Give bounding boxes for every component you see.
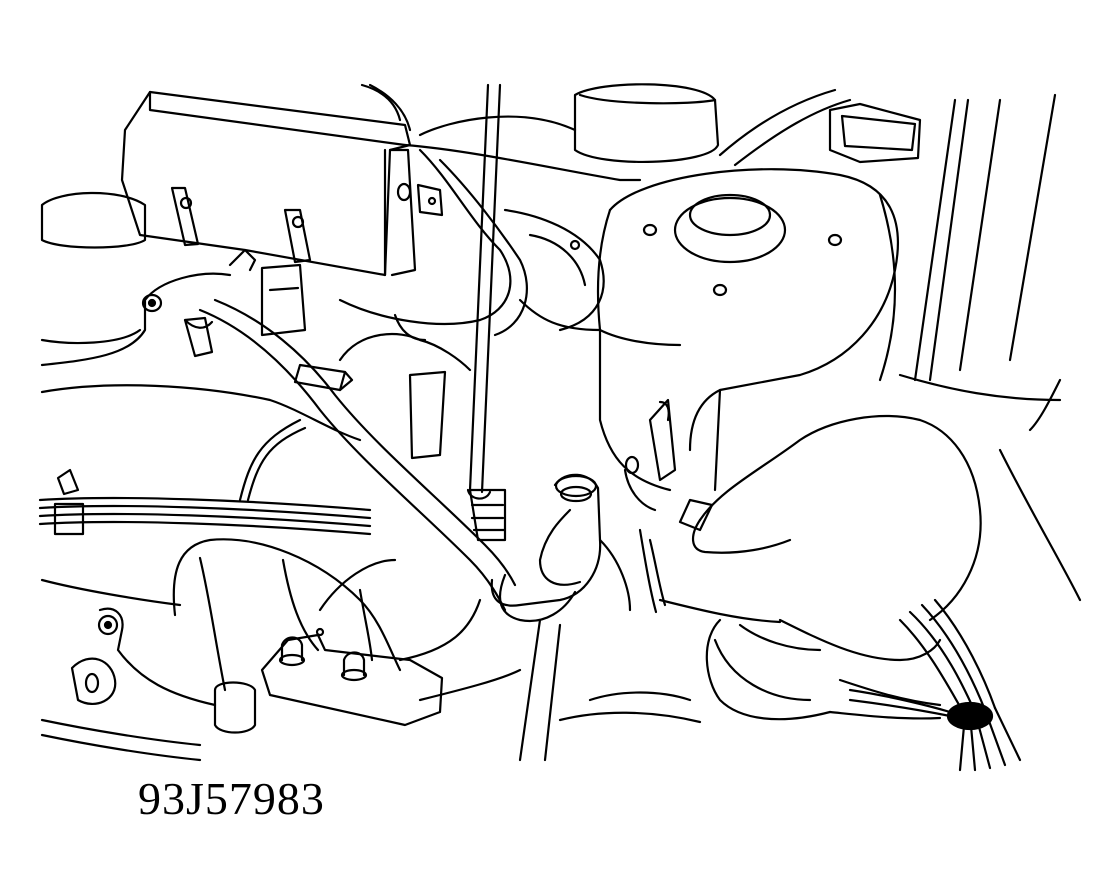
lower-center-lines [418, 618, 702, 762]
hand-with-connector [623, 414, 982, 721]
reservoir-cap [40, 191, 147, 345]
upper-hoses [338, 83, 642, 342]
fender-structure [718, 88, 1082, 602]
harness-bundle-right [848, 598, 1022, 772]
relay-housing [120, 90, 444, 277]
lower-left-components [40, 538, 444, 762]
dipstick [466, 83, 507, 542]
top-round-cap [573, 83, 720, 163]
wiring-harness [38, 298, 517, 612]
intake-bends [398, 473, 632, 662]
ignition-module [596, 168, 899, 492]
body-panel-left [40, 248, 362, 442]
figure-id-label: 93J57983 [138, 773, 325, 824]
